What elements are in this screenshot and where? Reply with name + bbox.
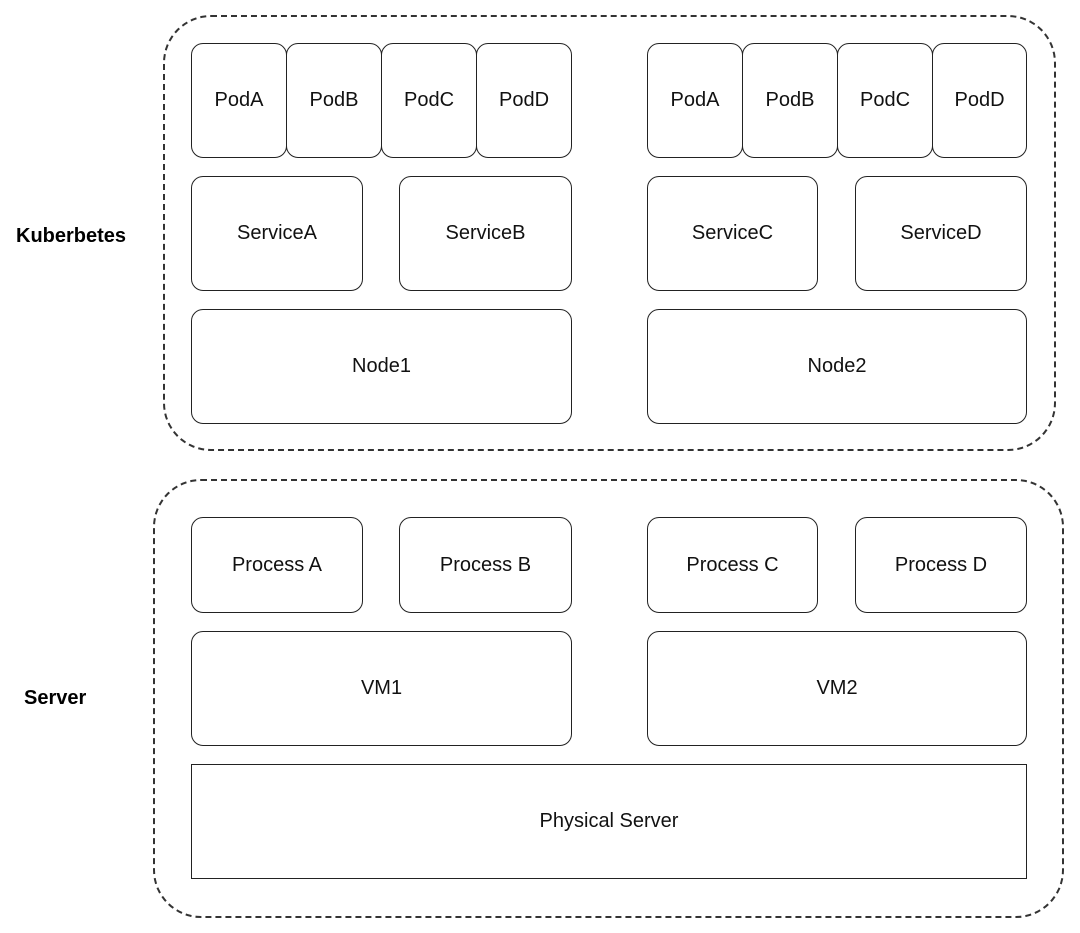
- service-b: ServiceB: [399, 176, 572, 291]
- kubernetes-group: [163, 15, 1056, 451]
- kubernetes-label: Kuberbetes: [16, 225, 127, 247]
- vm2: VM2: [647, 631, 1027, 746]
- service-d: ServiceD: [855, 176, 1027, 291]
- service-a: ServiceA: [191, 176, 363, 291]
- process-d: Process D: [855, 517, 1027, 613]
- pod-b-node2: PodB: [742, 43, 838, 158]
- process-b: Process B: [399, 517, 572, 613]
- process-c: Process C: [647, 517, 818, 613]
- pod-b-node1: PodB: [286, 43, 382, 158]
- node2: Node2: [647, 309, 1027, 424]
- pod-d-node1: PodD: [476, 43, 572, 158]
- node1: Node1: [191, 309, 572, 424]
- pod-a-node1: PodA: [191, 43, 287, 158]
- service-c: ServiceC: [647, 176, 818, 291]
- pod-c-node2: PodC: [837, 43, 933, 158]
- process-a: Process A: [191, 517, 363, 613]
- pod-d-node2: PodD: [932, 43, 1027, 158]
- vm1: VM1: [191, 631, 572, 746]
- pod-a-node2: PodA: [647, 43, 743, 158]
- pod-c-node1: PodC: [381, 43, 477, 158]
- physical-server: Physical Server: [191, 764, 1027, 879]
- server-label: Server: [24, 687, 87, 709]
- server-group: [153, 479, 1064, 918]
